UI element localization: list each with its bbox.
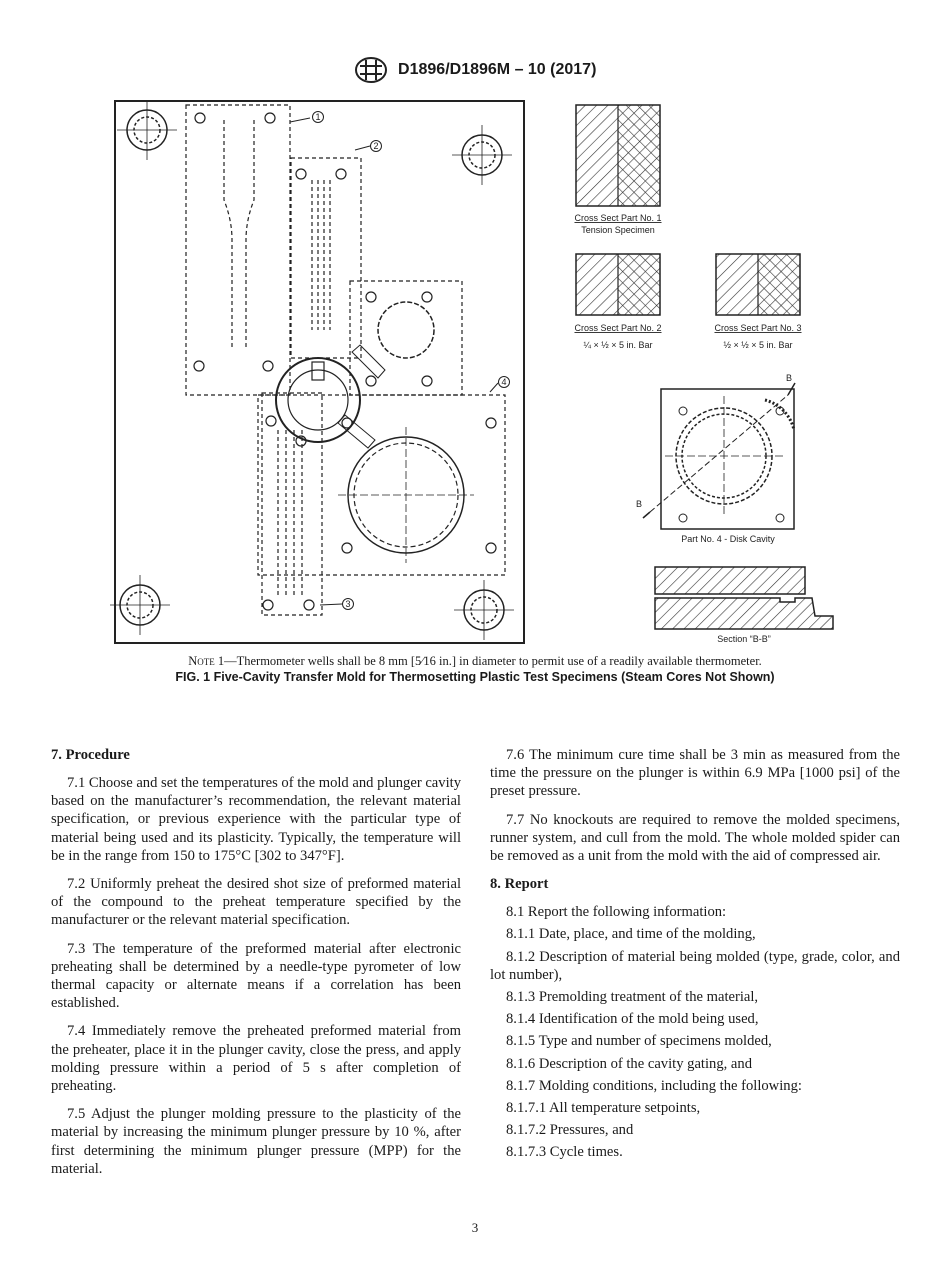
section-heading-procedure: 7. Procedure [51, 747, 130, 763]
figure-note: Note 1—Thermometer wells shall be 8 mm [… [0, 654, 950, 669]
cross-section-1: Cross Sect Part No. 1 Tension Specimen [574, 104, 662, 235]
list-item: 8.1.7 Molding conditions, including the … [506, 1077, 802, 1094]
callout-2: 2 [373, 141, 378, 151]
disk-cavity-label: Part No. 4 - Disk Cavity [681, 534, 775, 544]
cross-section-3-title: Cross Sect Part No. 3 [714, 323, 801, 333]
cross-section-2-subtitle: ¼ × ½ × 5 in. Bar [583, 340, 652, 350]
figure-caption: FIG. 1 Five-Cavity Transfer Mold for The… [175, 670, 775, 684]
mold-plan-view [110, 100, 525, 644]
list-item: 8.1.4 Identification of the mold being u… [506, 1011, 759, 1028]
section-heading-report: 8. Report [490, 876, 549, 893]
paragraph-7-4: 7.4 Immediately remove the preheated pre… [51, 1023, 461, 1095]
disk-cavity-detail [642, 382, 796, 530]
note-text: 1—Thermometer wells shall be 8 mm [5⁄16 … [214, 654, 762, 668]
section-marker-b-top: B [786, 373, 792, 383]
callout-4: 4 [501, 377, 506, 387]
paragraph-7-7: 7.7 No knockouts are required to remove … [490, 811, 900, 865]
paragraph-7-5: 7.5 Adjust the plunger molding pressure … [51, 1106, 461, 1177]
list-item: 8.1.7.2 Pressures, and [506, 1122, 634, 1139]
list-item: 8.1.2 Description of material being mold… [490, 948, 900, 983]
cross-section-3: Cross Sect Part No. 3 ½ × ½ × 5 in. Bar [714, 253, 802, 350]
callout-3: 3 [345, 599, 350, 609]
document-id: D1896/D1896M – 10 (2017) [398, 61, 597, 78]
callout-labels: 1 2 3 4 [315, 112, 506, 609]
callout-1: 1 [315, 112, 320, 122]
astm-logo-icon [354, 57, 387, 83]
cross-section-2-title: Cross Sect Part No. 2 [574, 323, 661, 333]
paragraph-7-2: 7.2 Uniformly preheat the desired shot s… [51, 876, 461, 929]
page-header: D1896/D1896M – 10 (2017) [0, 56, 950, 84]
section-b-b-label: Section “B-B” [717, 634, 771, 644]
cross-section-1-subtitle: Tension Specimen [581, 225, 655, 235]
list-item: 8.1.7.1 All temperature setpoints, [506, 1100, 701, 1117]
note-prefix: Note [188, 654, 215, 668]
paragraph-7-1: 7.1 Choose and set the temperatures of t… [51, 775, 461, 864]
section-b-b [654, 566, 834, 630]
list-item: 8.1.1 Date, place, and time of the moldi… [506, 926, 756, 943]
list-item: 8.1.3 Premolding treatment of the materi… [506, 989, 759, 1006]
list-item: 8.1.7.3 Cycle times. [506, 1144, 623, 1161]
section-marker-b-bottom: B [636, 499, 642, 509]
cross-section-1-title: Cross Sect Part No. 1 [574, 213, 661, 223]
page-number: 3 [471, 1220, 479, 1235]
mold-figure: 1 2 3 4 Cross Sect Part No. 1 Tension Sp… [110, 100, 834, 644]
cross-section-3-subtitle: ½ × ½ × 5 in. Bar [723, 340, 792, 350]
list-item: 8.1 Report the following information: [506, 904, 727, 921]
right-column: 7.6 The minimum cure time shall be 3 min… [490, 746, 900, 1166]
list-item: 8.1.5 Type and number of specimens molde… [506, 1033, 772, 1050]
cross-section-2: Cross Sect Part No. 2 ¼ × ½ × 5 in. Bar [574, 253, 662, 350]
paragraph-7-6: 7.6 The minimum cure time shall be 3 min… [490, 747, 900, 800]
left-column: 7. Procedure 7.1 Choose and set the temp… [51, 746, 461, 1188]
list-item: 8.1.6 Description of the cavity gating, … [506, 1055, 753, 1072]
paragraph-7-3: 7.3 The temperature of the preformed mat… [51, 940, 461, 1012]
